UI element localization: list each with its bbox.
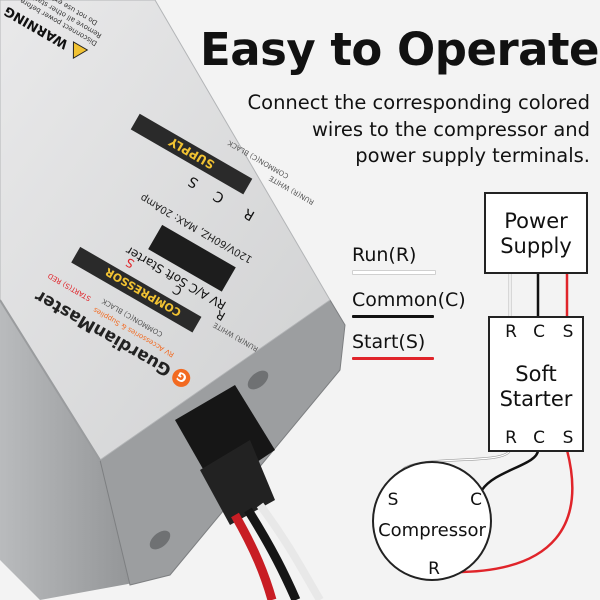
compressor-label: Compressor bbox=[378, 520, 486, 541]
description-line-2: wires to the compressor and bbox=[311, 117, 590, 141]
legend-common-label: Common(C) bbox=[352, 289, 466, 311]
device-wire-black bbox=[244, 507, 301, 600]
soft-starter-line-1: Soft bbox=[515, 362, 557, 386]
soft-starter-device: SUPPLY R C S RUN(R) WHITE COMMON(C) BLAC… bbox=[0, 0, 346, 600]
power-supply-line-1: Power bbox=[504, 209, 568, 233]
description-line-3: power supply terminals. bbox=[355, 144, 590, 167]
device-wire-white bbox=[256, 502, 324, 600]
description-line-1: Connect the corresponding colored bbox=[247, 91, 590, 114]
starter-bottom-c: C bbox=[533, 428, 545, 448]
compressor-terminal-s: S bbox=[387, 490, 399, 510]
legend-common-line bbox=[352, 315, 434, 318]
compressor-terminal-c: C bbox=[470, 490, 482, 510]
legend-run-line bbox=[352, 270, 436, 275]
starter-bottom-r: R bbox=[505, 428, 517, 448]
starter-top-s: S bbox=[562, 322, 574, 342]
compressor-terminal-r: R bbox=[428, 559, 440, 579]
soft-starter-box: R C S Soft Starter R C S bbox=[488, 316, 584, 452]
device-wire-red bbox=[231, 512, 277, 600]
starter-bottom-s: S bbox=[562, 428, 574, 448]
power-supply-box: Power Supply bbox=[484, 192, 588, 274]
legend-start-label: Start(S) bbox=[352, 331, 426, 353]
legend-run-label: Run(R) bbox=[352, 244, 417, 266]
compressor-circle bbox=[372, 461, 492, 581]
starter-top-c: C bbox=[533, 322, 545, 342]
brand-logo-icon bbox=[172, 368, 191, 387]
warning-icon bbox=[72, 41, 89, 59]
starter-top-r: R bbox=[505, 322, 517, 342]
headline: Easy to Operate bbox=[200, 23, 600, 76]
description: Connect the corresponding colored wires … bbox=[190, 90, 590, 170]
legend-start-line bbox=[352, 357, 434, 360]
soft-starter-line-2: Starter bbox=[499, 387, 573, 411]
device-side-panel bbox=[0, 300, 150, 600]
power-supply-line-2: Supply bbox=[500, 234, 572, 258]
